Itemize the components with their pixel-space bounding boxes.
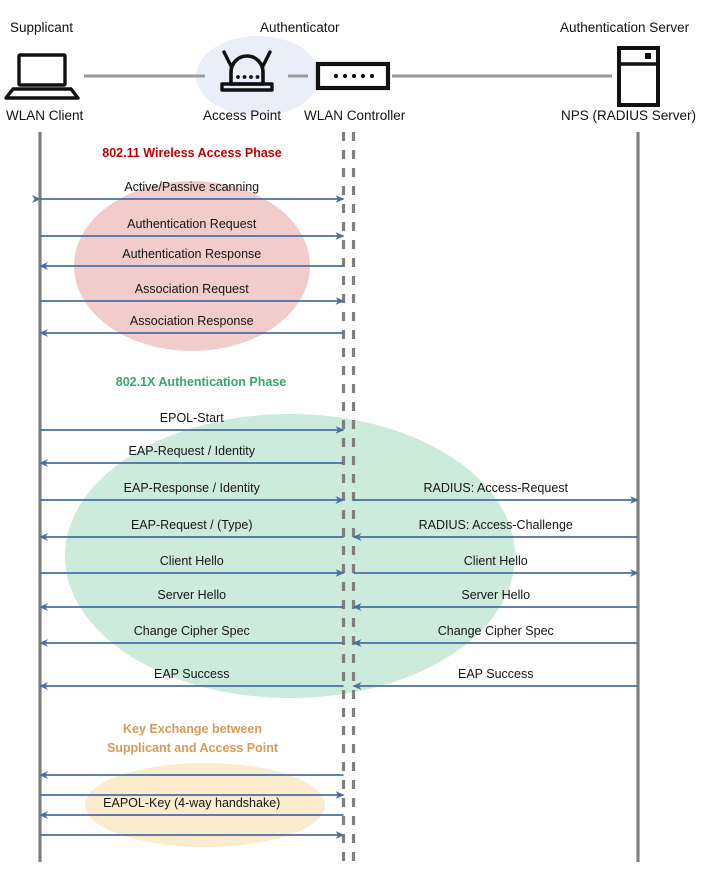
actor-name-access-point: Access Point [203,108,282,123]
phase-caption-8021x: 802.1X Authentication Phase [115,375,287,389]
phase-80211-label-0: Active/Passive scanning [124,180,260,194]
phase-8021x-label-1: EAP-Request / Identity [128,444,255,458]
phase-8021x-label-4: Client Hello [159,554,224,568]
phase-80211-label-1: Authentication Request [127,217,257,231]
server-tower-icon [617,46,660,107]
phase-keyexchange-center-label: EAPOL-Key (4-way handshake) [103,796,281,810]
actor-role-authenticator: Authenticator [260,20,340,35]
phase-8021x-right-label-4: Client Hello [463,554,528,568]
phase-8021x-right-label-5: Server Hello [461,588,531,602]
phase-8021x-label-7: EAP Success [153,667,230,681]
phase-80211-label-2: Authentication Response [122,247,262,261]
actor-name-nps: NPS (RADIUS Server) [561,108,697,123]
phase-8021x-label-3: EAP-Request / (Type) [130,518,253,532]
wireless-access-point-icon [220,50,274,92]
laptop-base-icon [4,87,80,100]
phase-8021x-label-2: EAP-Response / Identity [123,481,260,495]
laptop-icon [17,53,67,87]
network-controller-icon [315,61,391,91]
actor-name-wlan-controller: WLAN Controller [304,108,406,123]
phase-8021x-label-5: Server Hello [157,588,227,602]
actor-role-authentication-server: Authentication Server [560,20,690,35]
phase-80211-label-3: Association Request [134,282,249,296]
phase-8021x-right-label-3: RADIUS: Access-Challenge [418,518,573,532]
phase-8021x-right-label-2: RADIUS: Access-Request [423,481,569,495]
actor-role-supplicant: Supplicant [10,20,74,35]
phase-8021x-right-label-7: EAP Success [457,667,534,681]
phase-keyexchange-ellipse [85,763,325,847]
phase-80211-label-4: Association Response [129,314,254,328]
phase-8021x-label-6: Change Cipher Spec [133,624,250,638]
phase-8021x-right-label-6: Change Cipher Spec [437,624,554,638]
actor-name-wlan-client: WLAN Client [6,108,84,123]
phase-caption-80211: 802.11 Wireless Access Phase [102,146,282,160]
phase-caption-keyexchange-line1: Key Exchange between [123,722,262,736]
phase-8021x-ellipse [65,414,515,698]
phase-8021x-label-0: EPOL-Start [159,411,224,425]
phase-caption-keyexchange-line2: Supplicant and Access Point [106,741,279,755]
